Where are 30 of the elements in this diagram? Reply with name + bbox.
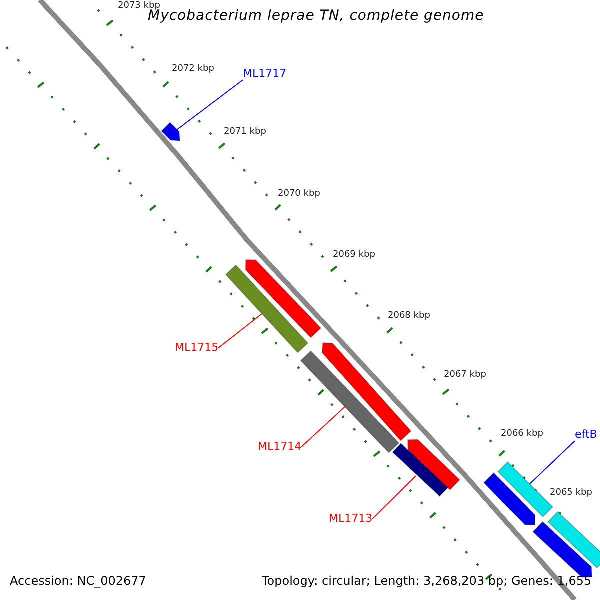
leader-line	[301, 406, 346, 448]
gene-bar	[548, 511, 600, 569]
gene-label: ML1717	[243, 68, 287, 80]
gene-label: ML1715	[175, 342, 219, 354]
gene-arrow	[322, 342, 412, 442]
leader-line	[530, 440, 576, 484]
gene-bar	[392, 442, 449, 498]
genome-info-text: Accession: NC_002677	[10, 575, 146, 588]
gene-bar	[300, 350, 400, 454]
leader-line	[218, 314, 262, 349]
tick-label: 2072 kbp	[172, 65, 214, 75]
tick-label: 2070 kbp	[278, 190, 320, 200]
tick-label: 2065 kbp	[550, 489, 592, 499]
gene-label: ML1713	[329, 513, 373, 526]
gene-label: eftB	[575, 429, 598, 442]
gene-label: ML1714	[258, 441, 302, 454]
gene-arrow	[161, 122, 181, 142]
gene-arrow	[532, 521, 593, 578]
gene-arrow	[483, 472, 536, 526]
gene-arrow	[408, 439, 460, 491]
tick-label: 2067 kbp	[444, 371, 486, 381]
gene-bar	[225, 264, 309, 354]
tick-label: 2071 kbp	[224, 128, 266, 138]
title: Mycobacterium leprae TN, complete genome	[148, 9, 484, 24]
leader-line	[176, 80, 244, 130]
tick-label: 2068 kbp	[388, 312, 430, 322]
tick-label: 2069 kbp	[333, 251, 376, 261]
genome-info-text: Topology: circular; Length: 3,268,203 bp; Genes: 1,655	[262, 575, 592, 588]
tick-label: 2066 kbp	[501, 430, 544, 440]
gene-arrow	[245, 260, 322, 338]
